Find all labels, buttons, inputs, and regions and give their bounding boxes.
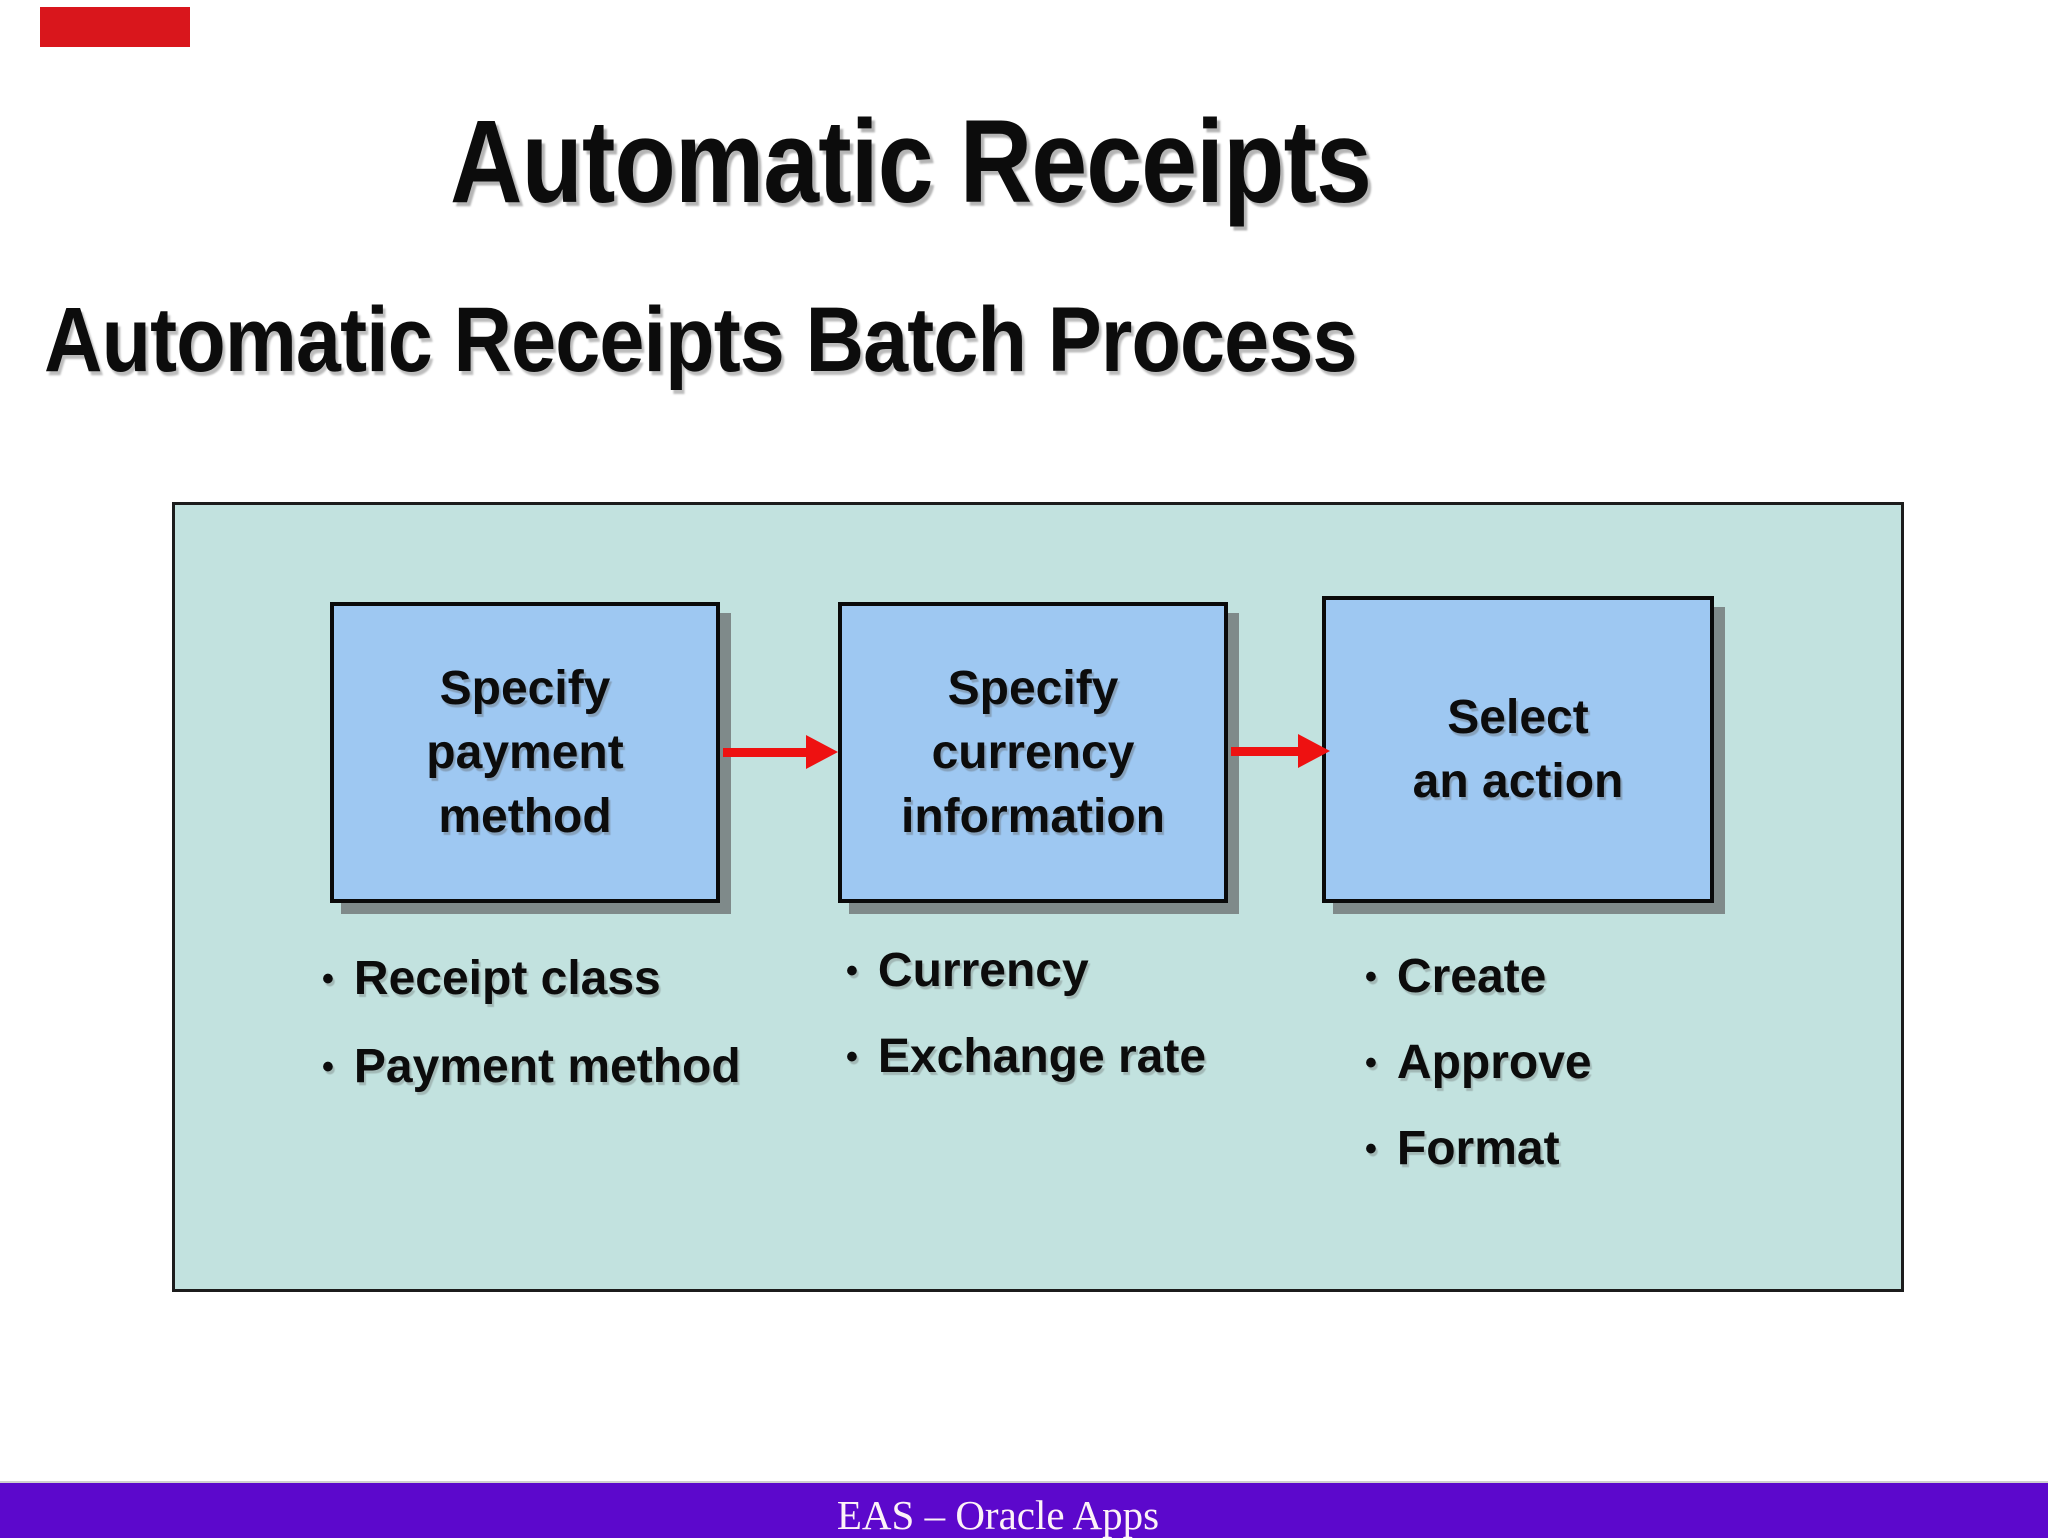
bullet-list-currency-information: • Currency • Exchange rate bbox=[846, 940, 1206, 1112]
step-box-line: Specify bbox=[439, 661, 611, 715]
footer-text: EAS – Oracle Apps bbox=[836, 1492, 1160, 1538]
bullet-icon: • bbox=[1365, 1044, 1377, 1082]
step-box-line: payment bbox=[426, 725, 624, 779]
bullet-label: Receipt class bbox=[353, 952, 661, 1005]
bullet-icon: • bbox=[322, 1048, 334, 1086]
bullet-label: Exchange rate bbox=[877, 1030, 1207, 1083]
red-artifact-patch bbox=[40, 7, 190, 47]
step-box-line: information bbox=[901, 789, 1165, 843]
list-item: • Format bbox=[1365, 1118, 1592, 1180]
bullet-label: Payment method bbox=[353, 1040, 741, 1093]
step-box-line: method bbox=[438, 789, 612, 843]
flow-arrow-2 bbox=[1231, 734, 1330, 768]
footer-bar: EAS – Oracle Apps bbox=[0, 1481, 2048, 1538]
step-box-line: Select bbox=[1447, 690, 1589, 744]
bullet-icon: • bbox=[322, 960, 334, 998]
list-item: • Currency bbox=[846, 940, 1206, 1002]
bullet-icon: • bbox=[1365, 958, 1377, 996]
slide-title: Automatic Receipts bbox=[450, 96, 1372, 228]
arrow-head-icon bbox=[1298, 734, 1330, 768]
flow-arrow-1 bbox=[723, 735, 838, 769]
bullet-label: Approve bbox=[1396, 1036, 1592, 1089]
arrow-head-icon bbox=[806, 735, 838, 769]
step-box-line: an action bbox=[1412, 754, 1624, 808]
bullet-label: Format bbox=[1396, 1122, 1560, 1175]
list-item: • Exchange rate bbox=[846, 1026, 1206, 1088]
arrow-shaft bbox=[723, 747, 806, 757]
step-box-line: Specify bbox=[947, 661, 1119, 715]
arrow-shaft bbox=[1231, 746, 1298, 756]
bullet-icon: • bbox=[846, 952, 858, 990]
bullet-label: Create bbox=[1396, 950, 1547, 1003]
step-box-select-an-action: Select an action bbox=[1322, 596, 1714, 903]
page-heading: Automatic Receipts Batch Process bbox=[44, 289, 1358, 391]
list-item: • Create bbox=[1365, 946, 1592, 1008]
list-item: • Receipt class bbox=[322, 948, 741, 1010]
bullet-icon: • bbox=[846, 1038, 858, 1076]
bullet-list-payment-method: • Receipt class • Payment method bbox=[322, 948, 741, 1124]
list-item: • Approve bbox=[1365, 1032, 1592, 1094]
bullet-label: Currency bbox=[877, 944, 1089, 997]
step-box-specify-payment-method: Specify payment method bbox=[330, 602, 720, 903]
step-box-line: currency bbox=[931, 725, 1135, 779]
step-box-specify-currency-information: Specify currency information bbox=[838, 602, 1228, 903]
bullet-list-select-action: • Create • Approve • Format bbox=[1365, 946, 1592, 1204]
bullet-icon: • bbox=[1365, 1130, 1377, 1168]
list-item: • Payment method bbox=[322, 1036, 741, 1098]
